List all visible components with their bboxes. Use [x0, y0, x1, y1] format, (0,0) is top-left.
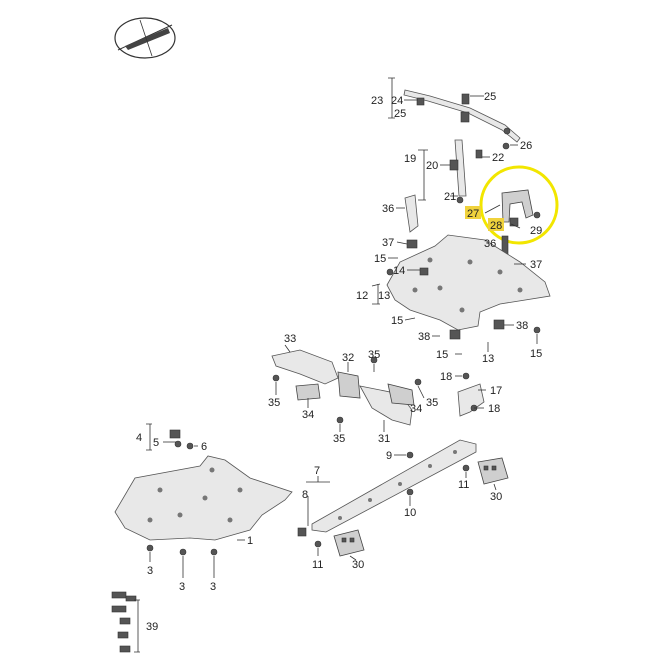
- callout-22: 22: [492, 152, 504, 164]
- callout-35: 35: [368, 349, 380, 361]
- mid-brackets-part: [271, 349, 422, 426]
- highlight-circle: [479, 165, 559, 245]
- callout-34: 34: [410, 403, 422, 415]
- callout-23: 23: [371, 95, 383, 107]
- rubber-block-left: [333, 529, 365, 557]
- callout-5: 5: [153, 437, 159, 449]
- callout-37: 37: [530, 259, 542, 271]
- callout-6: 6: [201, 441, 207, 453]
- callout-3: 3: [210, 581, 216, 593]
- callout-38: 38: [516, 320, 528, 332]
- callout-11: 11: [312, 559, 323, 571]
- callout-28-highlight: [488, 218, 504, 231]
- callout-36: 36: [484, 238, 496, 250]
- callout-15: 15: [530, 348, 542, 360]
- rear-bracket-part: [501, 189, 541, 227]
- front-underbody-panel: [114, 455, 293, 556]
- car-view-logo-icon: [114, 17, 176, 59]
- rubber-block-right: [477, 457, 509, 485]
- callout-12: 12: [356, 290, 368, 302]
- callout-14: 14: [393, 265, 405, 277]
- callout-15: 15: [374, 253, 386, 265]
- callout-34: 34: [302, 409, 314, 421]
- callout-27: 27: [467, 208, 479, 220]
- callout-10: 10: [404, 507, 416, 519]
- callout-36: 36: [382, 203, 394, 215]
- upper-rail-part: [403, 89, 521, 150]
- callout-38: 38: [418, 331, 430, 343]
- callout-8: 8: [302, 489, 308, 501]
- callout-25: 25: [484, 91, 496, 103]
- callout-1: 1: [247, 535, 253, 547]
- clip-set-front: [169, 429, 194, 450]
- side-bracket-part: [457, 372, 485, 417]
- callout-13: 13: [378, 290, 390, 302]
- callout-28: 28: [490, 220, 502, 232]
- callout-32: 32: [342, 352, 354, 364]
- callout-30: 30: [352, 559, 364, 571]
- callout-4: 4: [136, 432, 142, 444]
- callout-31: 31: [378, 433, 390, 445]
- callout-labels: 23 24 25 25 26 22 19 20 21 27 28 29 36 3…: [136, 91, 542, 633]
- side-rail-part: [311, 439, 477, 533]
- callout-13: 13: [482, 353, 494, 365]
- callout-25: 25: [394, 108, 406, 120]
- rear-underbody-panel: [386, 234, 551, 340]
- callout-35: 35: [426, 397, 438, 409]
- callout-37: 37: [382, 237, 394, 249]
- callout-7: 7: [314, 465, 320, 477]
- clip-set-mid: [297, 527, 322, 548]
- callout-30: 30: [490, 491, 502, 503]
- vertical-bracket-part: [449, 139, 483, 204]
- callout-19: 19: [404, 153, 416, 165]
- callout-35: 35: [268, 397, 280, 409]
- callout-15: 15: [391, 315, 403, 327]
- callout-20: 20: [426, 160, 438, 172]
- leader-lines: [134, 77, 538, 653]
- callout-35: 35: [333, 433, 345, 445]
- callout-18: 18: [440, 371, 452, 383]
- callout-29: 29: [530, 225, 542, 237]
- callout-18: 18: [488, 403, 500, 415]
- callout-11: 11: [458, 479, 469, 491]
- callout-33: 33: [284, 333, 296, 345]
- callout-17: 17: [490, 385, 502, 397]
- callout-39: 39: [146, 621, 158, 633]
- callout-21: 21: [444, 191, 456, 203]
- callout-24: 24: [391, 95, 403, 107]
- callout-15: 15: [436, 349, 448, 361]
- callout-3: 3: [179, 581, 185, 593]
- callout-27-highlight: [465, 206, 481, 219]
- callout-26: 26: [520, 140, 532, 152]
- bolt-set: [111, 591, 137, 653]
- callout-9: 9: [386, 450, 392, 462]
- callout-3: 3: [147, 565, 153, 577]
